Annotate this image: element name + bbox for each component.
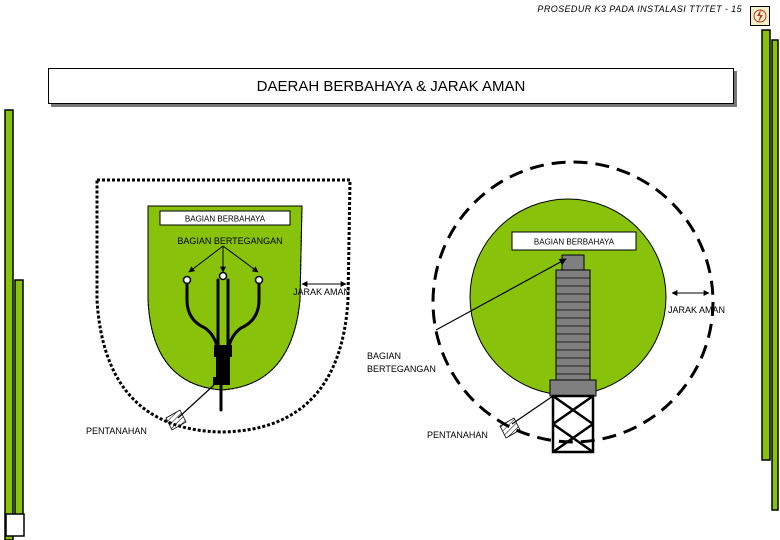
left-ground-label: PENTANAHAN bbox=[86, 426, 147, 436]
left-terminal-1 bbox=[182, 275, 192, 285]
slide-title: DAERAH BERBAHAYA & JARAK AMAN bbox=[48, 68, 734, 104]
right-live-label-line1: BAGIAN bbox=[367, 351, 401, 361]
lightning-logo-icon bbox=[750, 6, 770, 26]
support-structure bbox=[551, 394, 595, 454]
left-live-arrow-1 bbox=[188, 245, 224, 273]
left-live-arrow-3 bbox=[222, 245, 259, 273]
left-diagram: BAGIAN BERBAHAYA BAGIAN BERTEGANGAN bbox=[86, 178, 352, 436]
insulator-stack bbox=[549, 254, 597, 397]
left-danger-label-box bbox=[159, 210, 291, 226]
right-danger-label: BAGIAN BERBAHAYA bbox=[534, 238, 615, 247]
left-ground-wire bbox=[177, 384, 215, 419]
right-ground-wire bbox=[511, 395, 554, 425]
right-danger-label-box bbox=[511, 231, 637, 251]
left-ground-symbol bbox=[165, 409, 187, 431]
left-bar-outer bbox=[4, 109, 14, 540]
right-live-arrow bbox=[435, 258, 567, 331]
lightning-logo-icon-graphic bbox=[753, 9, 767, 23]
right-bar-inner bbox=[771, 39, 779, 511]
right-ground-symbol bbox=[499, 417, 521, 439]
cable-termination bbox=[185, 278, 261, 412]
left-safe-distance-label: JARAK AMAN bbox=[293, 287, 350, 297]
left-side-bars bbox=[4, 109, 25, 540]
left-bar-inner bbox=[14, 279, 24, 521]
right-safe-boundary bbox=[431, 160, 715, 444]
left-terminal-2 bbox=[218, 271, 228, 281]
right-safe-distance-label: JARAK AMAN bbox=[668, 305, 725, 315]
left-danger-boundary bbox=[147, 205, 303, 391]
right-live-label-line2: BERTEGANGAN bbox=[367, 364, 436, 374]
right-side-bars bbox=[761, 29, 779, 511]
right-diagram: BAGIAN BERBAHAYA bbox=[367, 160, 725, 454]
header-text: PROSEDUR K3 PADA INSTALASI TT/TET - 15 bbox=[537, 4, 742, 14]
left-bar-box bbox=[5, 513, 25, 537]
right-ground-label: PENTANAHAN bbox=[427, 430, 488, 440]
left-live-label: BAGIAN BERTEGANGAN bbox=[177, 236, 282, 246]
left-danger-label: BAGIAN BERBAHAYA bbox=[185, 215, 266, 224]
right-bar-outer bbox=[761, 29, 771, 461]
slide-title-text: DAERAH BERBAHAYA & JARAK AMAN bbox=[256, 77, 526, 95]
left-terminal-3 bbox=[254, 275, 264, 285]
